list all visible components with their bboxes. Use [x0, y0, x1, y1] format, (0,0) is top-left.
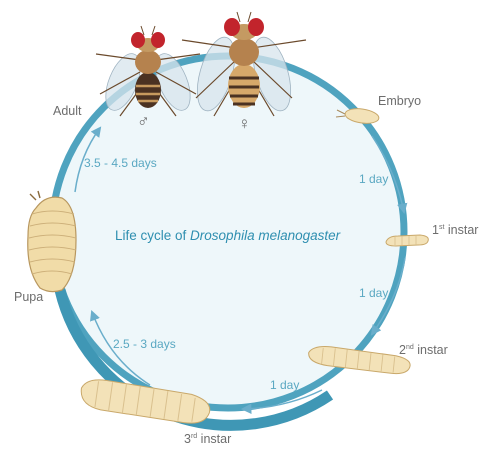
title-species: Drosophila melanogaster	[190, 228, 340, 243]
duration-pupa-stage: 2.5 - 3 days	[113, 337, 176, 351]
stage-label-pupa: Pupa	[14, 290, 43, 304]
duration-instar2-to-instar3: 1 day	[270, 378, 299, 392]
title-prefix: Life cycle of	[115, 228, 190, 243]
instar3-ordinal: rd	[191, 433, 197, 440]
stage-label-instar2: 2nd instar	[399, 343, 448, 357]
instar2-number: 2	[399, 343, 406, 357]
duration-adult-to-embryo: 3.5 - 4.5 days	[84, 156, 157, 170]
female-symbol: ♀	[238, 114, 251, 134]
diagram-title: Life cycle of Drosophila melanogaster	[115, 228, 340, 243]
instar1-word: instar	[448, 223, 479, 237]
stage-label-instar3: 3rd instar	[184, 432, 231, 446]
stage-label-embryo: Embryo	[378, 94, 421, 108]
duration-instar1-to-instar2: 1 day	[359, 286, 388, 300]
instar1-larva-illustration	[386, 235, 428, 246]
instar2-ordinal: nd	[406, 344, 414, 351]
instar2-word: instar	[417, 343, 448, 357]
instar1-ordinal: st	[439, 224, 444, 231]
stage-label-instar1: 1st instar	[432, 223, 478, 237]
instar3-number: 3	[184, 432, 191, 446]
instar3-word: instar	[201, 432, 232, 446]
pupa-illustration	[28, 191, 76, 292]
male-symbol: ♂	[137, 112, 150, 132]
stage-label-adult: Adult	[53, 104, 82, 118]
instar1-number: 1	[432, 223, 439, 237]
duration-embryo-to-instar1: 1 day	[359, 172, 388, 186]
